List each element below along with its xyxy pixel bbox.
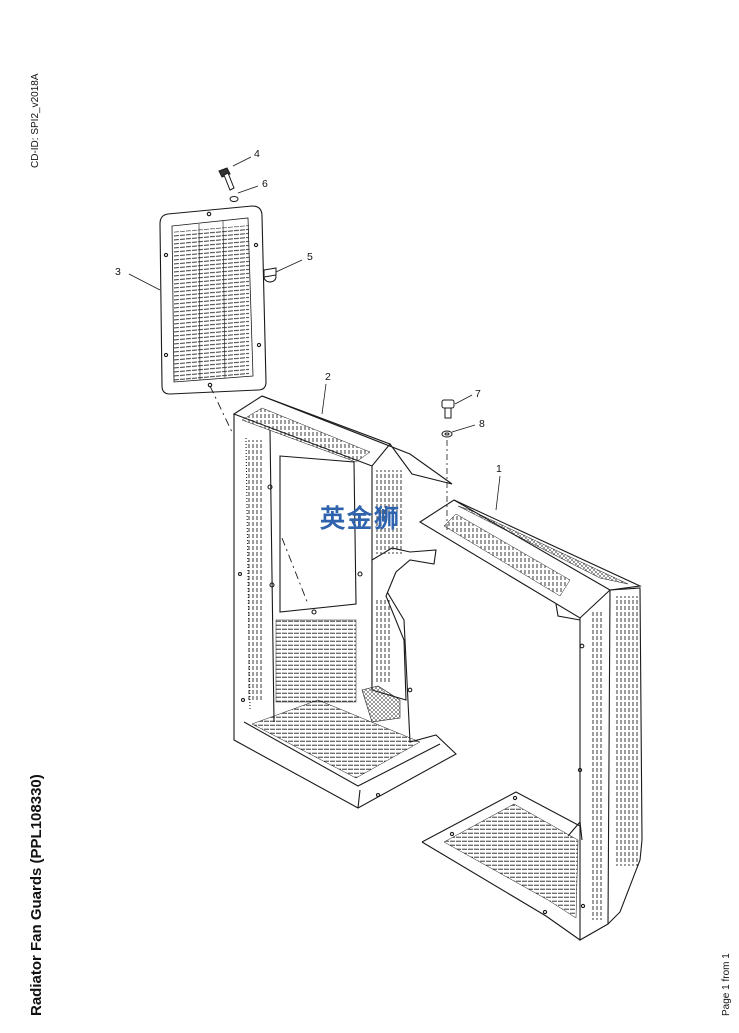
left-fan-shroud	[209, 385, 457, 809]
callout-2: 2	[325, 371, 331, 383]
screw-fastener	[218, 167, 277, 283]
watermark-logo: 英金狮	[320, 504, 401, 533]
callout-7: 7	[475, 388, 481, 400]
callout-leaders	[128, 156, 501, 511]
bolt-fastener	[441, 399, 455, 530]
callout-8: 8	[479, 418, 485, 430]
callout-4: 4	[254, 148, 260, 160]
callout-3: 3	[115, 266, 121, 278]
callout-6: 6	[262, 178, 268, 190]
right-fan-shroud	[418, 499, 643, 941]
callout-5: 5	[307, 251, 313, 263]
callout-1: 1	[496, 463, 502, 475]
grille-panel	[159, 205, 267, 395]
